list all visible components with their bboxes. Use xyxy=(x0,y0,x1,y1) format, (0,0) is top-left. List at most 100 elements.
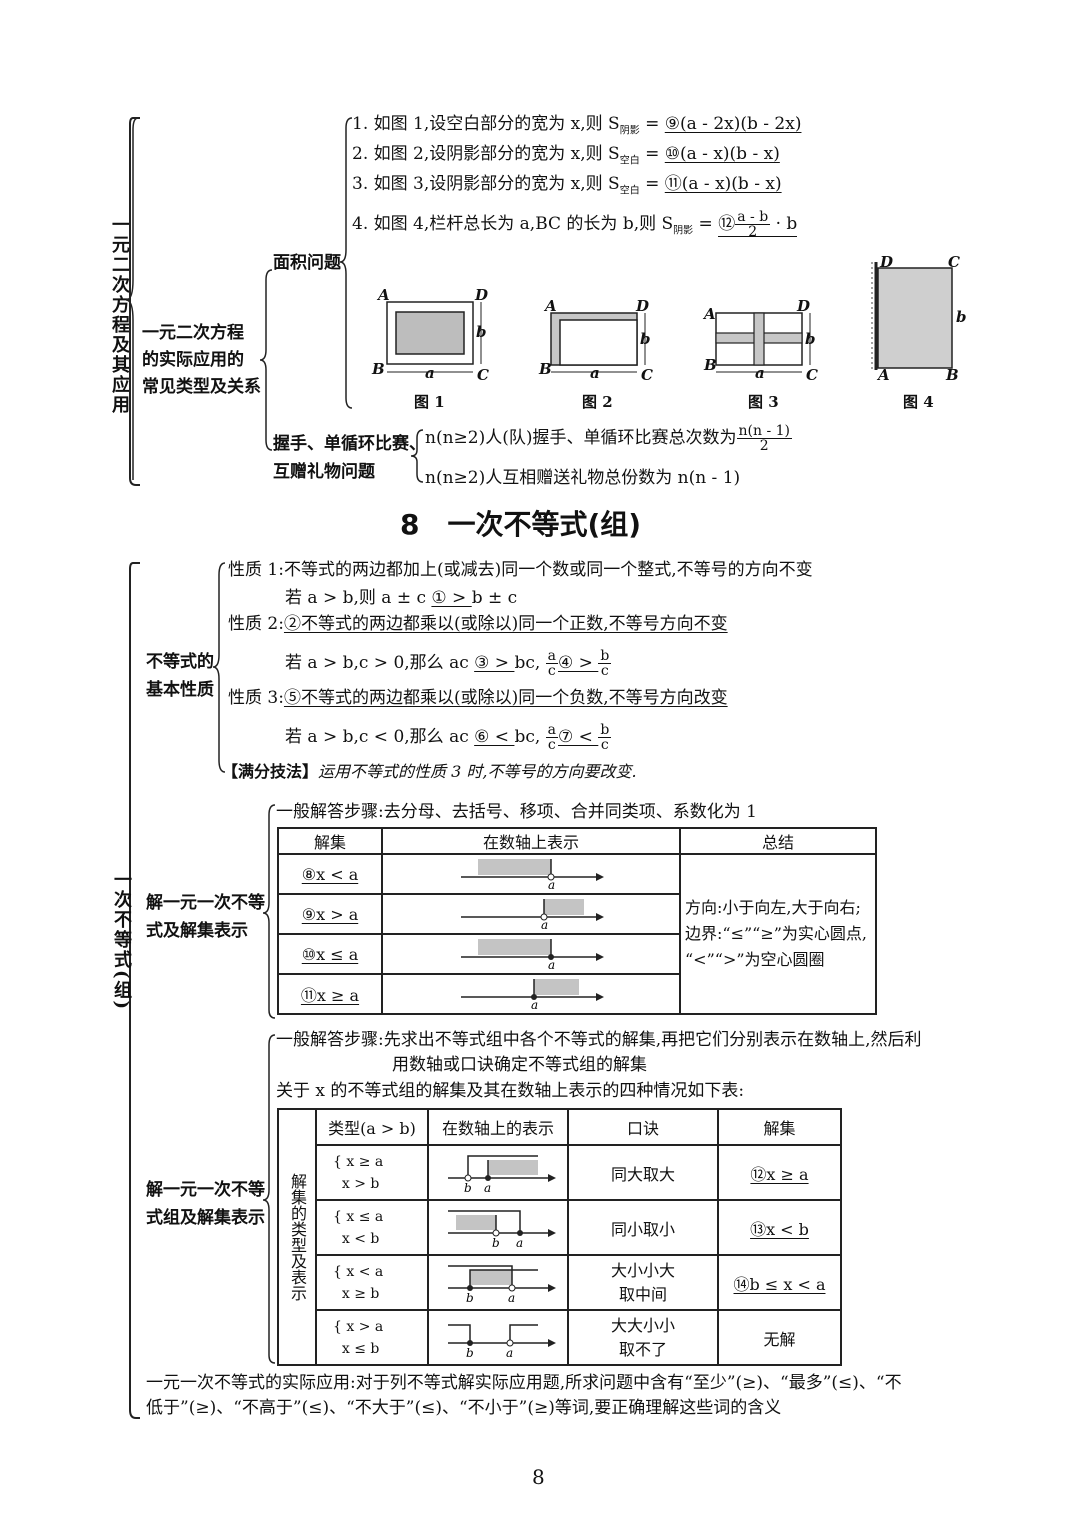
figure-1 xyxy=(386,301,482,373)
table-single-inequality: 解集 在数轴上表示 总结 ⑧x < a a 方向:小于向左,大于向右; 边界:“… xyxy=(277,827,877,1015)
brace-handshake-items xyxy=(410,429,424,483)
tip: 【满分技法】运用不等式的性质 3 时,不等号的方向要改变. xyxy=(222,762,637,781)
svg-text:a: a xyxy=(548,958,555,969)
brace-props xyxy=(212,562,226,773)
svg-text:b: b xyxy=(466,1291,474,1304)
handshake-line-2: n(n≥2)人互相赠送礼物总份数为 n(n - 1) xyxy=(425,468,741,488)
svg-text:a: a xyxy=(506,1346,513,1359)
prop1-example: 若 a > b,则 a ± c ① > b ± c xyxy=(285,588,518,608)
numberline-le: a xyxy=(461,939,604,972)
t2-header-rule: 口诀 xyxy=(567,1108,719,1146)
svg-text:a: a xyxy=(531,998,538,1009)
fig1-label-B: B xyxy=(372,360,385,378)
area-problem-label: 面积问题 xyxy=(273,253,341,273)
fig3-label-b: b xyxy=(805,330,816,348)
t2-row3-rule: 大小小大取中间 xyxy=(567,1254,719,1311)
fig4-label-A: A xyxy=(878,366,890,384)
solve1-label: 解一元一次不等 式及解集表示 xyxy=(146,893,265,941)
application-line-2: 低于”(≥)、“不高于”(≤)、“不大于”(≤)、“不小于”(≥)等词,要正确理… xyxy=(146,1398,782,1418)
fig1-label-A: A xyxy=(378,286,390,304)
t2-header-solution: 解集 xyxy=(717,1108,842,1146)
svg-text:b: b xyxy=(464,1181,472,1194)
svg-text:a: a xyxy=(548,878,555,889)
t1-row2-solution: ⑨x > a xyxy=(277,893,383,935)
t2-row4-answer: 无解 xyxy=(717,1309,842,1366)
prop1: 性质 1:不等式的两边都加上(或减去)同一个数或同一个整式,不等号的方向不变 xyxy=(228,560,813,580)
svg-text:a: a xyxy=(541,918,548,929)
svg-text:b: b xyxy=(466,1346,474,1359)
svg-text:b: b xyxy=(492,1236,500,1249)
area-item-1: 1. 如图 1,设空白部分的宽为 x,则 S阴影 = ⑨(a - 2x)(b -… xyxy=(352,114,802,137)
fig2-label-b: b xyxy=(640,330,651,348)
t1-summary: 方向:小于向左,大于向右; 边界:“≤”“≥”为实心圆点, “<”“>”为空心圆… xyxy=(679,853,877,1015)
t1-row1-numberline: a xyxy=(381,853,681,895)
fig2-caption: 图 2 xyxy=(582,393,613,411)
t1-row3-solution: ⑩x ≤ a xyxy=(277,933,383,975)
solve2-steps-1: 一般解答步骤:先求出不等式组中各个不等式的解集,再把它们分别表示在数轴上,然后利 xyxy=(276,1030,922,1050)
fig2-label-C: C xyxy=(641,366,653,384)
t1-row4-numberline: a xyxy=(381,973,681,1015)
t2-row1-answer: ⑫x ≥ a xyxy=(717,1144,842,1201)
fig3-caption: 图 3 xyxy=(748,393,779,411)
brace-area-handshake xyxy=(259,269,273,451)
fig4-label-C: C xyxy=(948,253,960,271)
numberline-ge: a xyxy=(461,979,604,1012)
svg-text:a: a xyxy=(484,1181,491,1194)
fig1-label-b: b xyxy=(476,323,487,341)
fig4-label-D: D xyxy=(880,253,894,271)
t2-row4-type: { x > a x ≤ b xyxy=(315,1309,429,1366)
fig1-label-C: C xyxy=(477,366,489,384)
t2-row1-rule: 同大取大 xyxy=(567,1144,719,1201)
brace-solve1 xyxy=(262,804,276,1019)
fig3-label-D: D xyxy=(797,297,811,315)
numberline-gt: a xyxy=(461,899,604,932)
fig3-label-A: A xyxy=(704,305,716,323)
fig2-label-B: B xyxy=(539,360,552,378)
figure-4 xyxy=(871,262,953,370)
figure-2 xyxy=(550,312,646,373)
section8-title: 8 一次不等式(组) xyxy=(400,508,642,541)
props-label: 不等式的 基本性质 xyxy=(146,652,214,700)
t1-row4-solution: ⑪x ≥ a xyxy=(277,973,383,1015)
t2-row3-type: { x < a x ≥ b xyxy=(315,1254,429,1311)
table-inequality-system: 解集的类型及表示 类型(a > b) 在数轴上的表示 口诀 解集 { x ≥ a… xyxy=(277,1108,842,1366)
fig2-label-D: D xyxy=(636,297,650,315)
t2-row1-type: { x ≥ a x > b xyxy=(315,1144,429,1201)
fig2-label-A: A xyxy=(545,297,557,315)
t1-header-solution: 解集 xyxy=(277,827,383,855)
prop3: 性质 3:⑤不等式的两边都乘以(或除以)同一个负数,不等号方向改变 xyxy=(228,688,728,708)
t2-row2-type: { x ≤ a x < b xyxy=(315,1199,429,1256)
fig1-label-a: a xyxy=(425,364,435,382)
solve1-steps: 一般解答步骤:去分母、去括号、移项、合并同类项、系数化为 1 xyxy=(276,802,757,822)
section8-bracket xyxy=(129,562,140,1419)
section8-vertical-title: 一次不等式(组) xyxy=(111,870,132,1012)
t2-row4-rule: 大大小小取不了 xyxy=(567,1309,719,1366)
t2-header-numberline: 在数轴上的表示 xyxy=(427,1108,569,1146)
solve2-steps-2: 用数轴或口诀确定不等式组的解集 xyxy=(392,1055,647,1075)
brace-area-items xyxy=(339,117,353,409)
fig3-label-B: B xyxy=(704,356,717,374)
section7-branch-label: 一元二次方程 的实际应用的 常见类型及关系 xyxy=(142,323,261,397)
area-item-2: 2. 如图 2,设阴影部分的宽为 x,则 S空白 = ⑩(a - x)(b - … xyxy=(352,144,780,167)
solve2-intro: 关于 x 的不等式组的解集及其在数轴上表示的四种情况如下表: xyxy=(276,1081,745,1101)
solve2-label: 解一元一次不等 式组及解集表示 xyxy=(146,1180,265,1228)
t2-header-type: 类型(a > b) xyxy=(315,1108,429,1146)
t1-row1-solution: ⑧x < a xyxy=(277,853,383,895)
fig4-label-b: b xyxy=(956,308,967,326)
brace-solve2 xyxy=(262,1034,276,1364)
area-item-3: 3. 如图 3,设阴影部分的宽为 x,则 S空白 = ⑪(a - x)(b - … xyxy=(352,174,782,197)
t1-header-summary: 总结 xyxy=(679,827,877,855)
t1-row2-numberline: a xyxy=(381,893,681,935)
prop2: 性质 2:②不等式的两边都乘以(或除以)同一个正数,不等号方向不变 xyxy=(228,614,728,634)
t1-header-numberline: 在数轴上表示 xyxy=(381,827,681,855)
fig2-label-a: a xyxy=(590,364,600,382)
